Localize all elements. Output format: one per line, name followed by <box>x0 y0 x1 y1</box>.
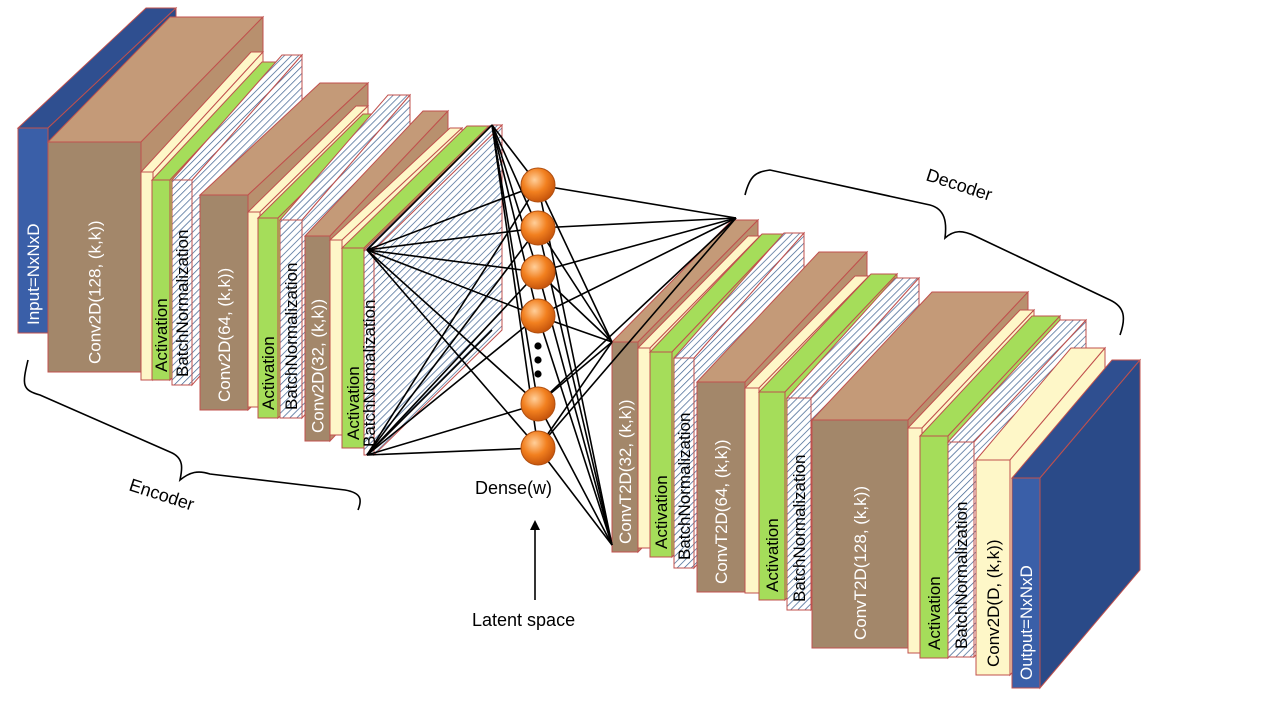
edge-enc-1-node-4 <box>366 249 539 405</box>
edge-enc-1-node-2 <box>366 249 539 273</box>
edge-enc-1-node-3 <box>366 249 539 317</box>
dec-bn-3-front <box>919 435 949 659</box>
edge-enc-2-node-5 <box>366 447 539 456</box>
edge-frame-0 <box>366 124 493 251</box>
enc-bn-2-front <box>257 217 279 419</box>
dec-act-1-front <box>637 347 651 549</box>
dec-conv-2-label: ConvT2D(64, (k,k)) <box>712 439 731 584</box>
dec-bn-1-label: Activation <box>652 475 671 549</box>
edge-node-2-dec-0 <box>537 217 737 273</box>
dec-hatch-2-front <box>786 397 812 611</box>
dense-node-4 <box>520 386 556 422</box>
dense-node-3 <box>520 298 556 334</box>
edge-enc-0-node-1 <box>491 124 539 229</box>
input-block-label: Input=NxNxD <box>24 223 43 325</box>
dec-bn-2-front <box>758 391 786 601</box>
dec-hatch-1-front <box>673 357 695 569</box>
edge-node-5-dec-0 <box>537 217 737 449</box>
enc-bn-1-front <box>151 179 171 381</box>
dec-hatch-3-label: BatchNormalization <box>952 502 971 649</box>
enc-bn-3-label: Activation <box>344 366 363 440</box>
enc-act-3-front <box>329 239 343 436</box>
edge-node-5-dec-1 <box>537 341 613 449</box>
encoder-brace <box>23 359 361 511</box>
enc-conv-2-front <box>199 194 249 411</box>
dec-bn-3-label: Activation <box>925 576 944 650</box>
ellipsis-dot-2 <box>534 370 542 378</box>
dec-bn-2-label: Activation <box>763 518 782 592</box>
enc-hatch-1-label: BatchNormalization <box>173 230 192 377</box>
enc-hatch-3-label: BatchNormalization <box>360 300 379 447</box>
dense-nodes <box>520 167 556 466</box>
dec-final-conv-label: Conv2D(D, (k,k)) <box>984 539 1003 667</box>
edge-node-0-dec-1 <box>537 184 613 343</box>
enc-hatch-1-front <box>171 179 193 386</box>
output-block-front <box>1011 477 1041 689</box>
enc-bn-1-label: Activation <box>152 298 171 372</box>
enc-bn-2-label: Activation <box>259 336 278 410</box>
edge-node-0-dec-2 <box>537 184 613 546</box>
output-block-label: Output=NxNxD <box>1017 565 1036 680</box>
edge-enc-0-node-4 <box>491 124 539 405</box>
dec-hatch-3-front <box>947 441 975 658</box>
dense-label: Dense(w) <box>475 478 552 498</box>
dec-bn-1-front <box>649 351 673 558</box>
edge-enc-1-node-5 <box>366 249 539 449</box>
enc-conv-3-front <box>304 235 331 442</box>
edge-node-5-dec-2 <box>537 447 613 546</box>
edge-enc-2-node-1 <box>366 227 539 456</box>
edge-enc-0-node-2 <box>491 124 539 273</box>
edge-node-1-dec-0 <box>537 217 737 229</box>
edge-enc-2-node-3 <box>366 315 539 456</box>
decoder-brace <box>744 169 1125 336</box>
output-block: Output=NxNxD <box>1010 358 1142 690</box>
dense-node-2 <box>520 254 556 290</box>
enc-hatch-2-label: BatchNormalization <box>282 263 301 410</box>
latent-space-label: Latent space <box>472 610 575 630</box>
enc-conv-1-label: Conv2D(128, (k,k)) <box>86 220 105 364</box>
dec-conv-3-label: ConvT2D(128, (k,k)) <box>851 486 870 640</box>
encoder-label: Encoder <box>127 475 197 515</box>
ellipsis-dot-1 <box>534 356 542 364</box>
latent-arrow-head <box>530 520 540 530</box>
ellipsis-dot-0 <box>534 342 542 350</box>
dense-node-0 <box>520 167 556 203</box>
enc-conv-2-label: Conv2D(64, (k,k)) <box>215 268 234 402</box>
edge-enc-2-node-4 <box>366 403 539 456</box>
edge-node-3-dec-0 <box>537 217 737 317</box>
enc-hatch-2-front <box>279 219 303 419</box>
dec-hatch-1-label: BatchNormalization <box>675 413 694 560</box>
edge-node-3-dec-2 <box>537 315 613 546</box>
edge-node-1-dec-1 <box>537 227 613 343</box>
edge-node-4-dec-2 <box>537 403 613 546</box>
edge-frame-1 <box>366 329 493 456</box>
dec-final-conv-front <box>975 459 1011 676</box>
enc-conv-3-label: Conv2D(32, (k,k)) <box>309 299 328 433</box>
dec-hatch-2-label: BatchNormalization <box>790 455 809 602</box>
decoder-label: Decoder <box>924 165 995 205</box>
input-block-front <box>17 127 49 334</box>
edge-node-4-dec-0 <box>537 217 737 405</box>
dense-node-5 <box>520 430 556 466</box>
dense-node-1 <box>520 210 556 246</box>
dec-act-2-front <box>744 387 760 594</box>
dec-conv-1-label: ConvT2D(32, (k,k)) <box>616 399 635 544</box>
edge-enc-2-node-2 <box>366 271 539 456</box>
dec-conv-2-front <box>696 381 746 593</box>
dec-conv-3-front <box>811 419 909 649</box>
edge-node-0-dec-0 <box>537 184 737 219</box>
